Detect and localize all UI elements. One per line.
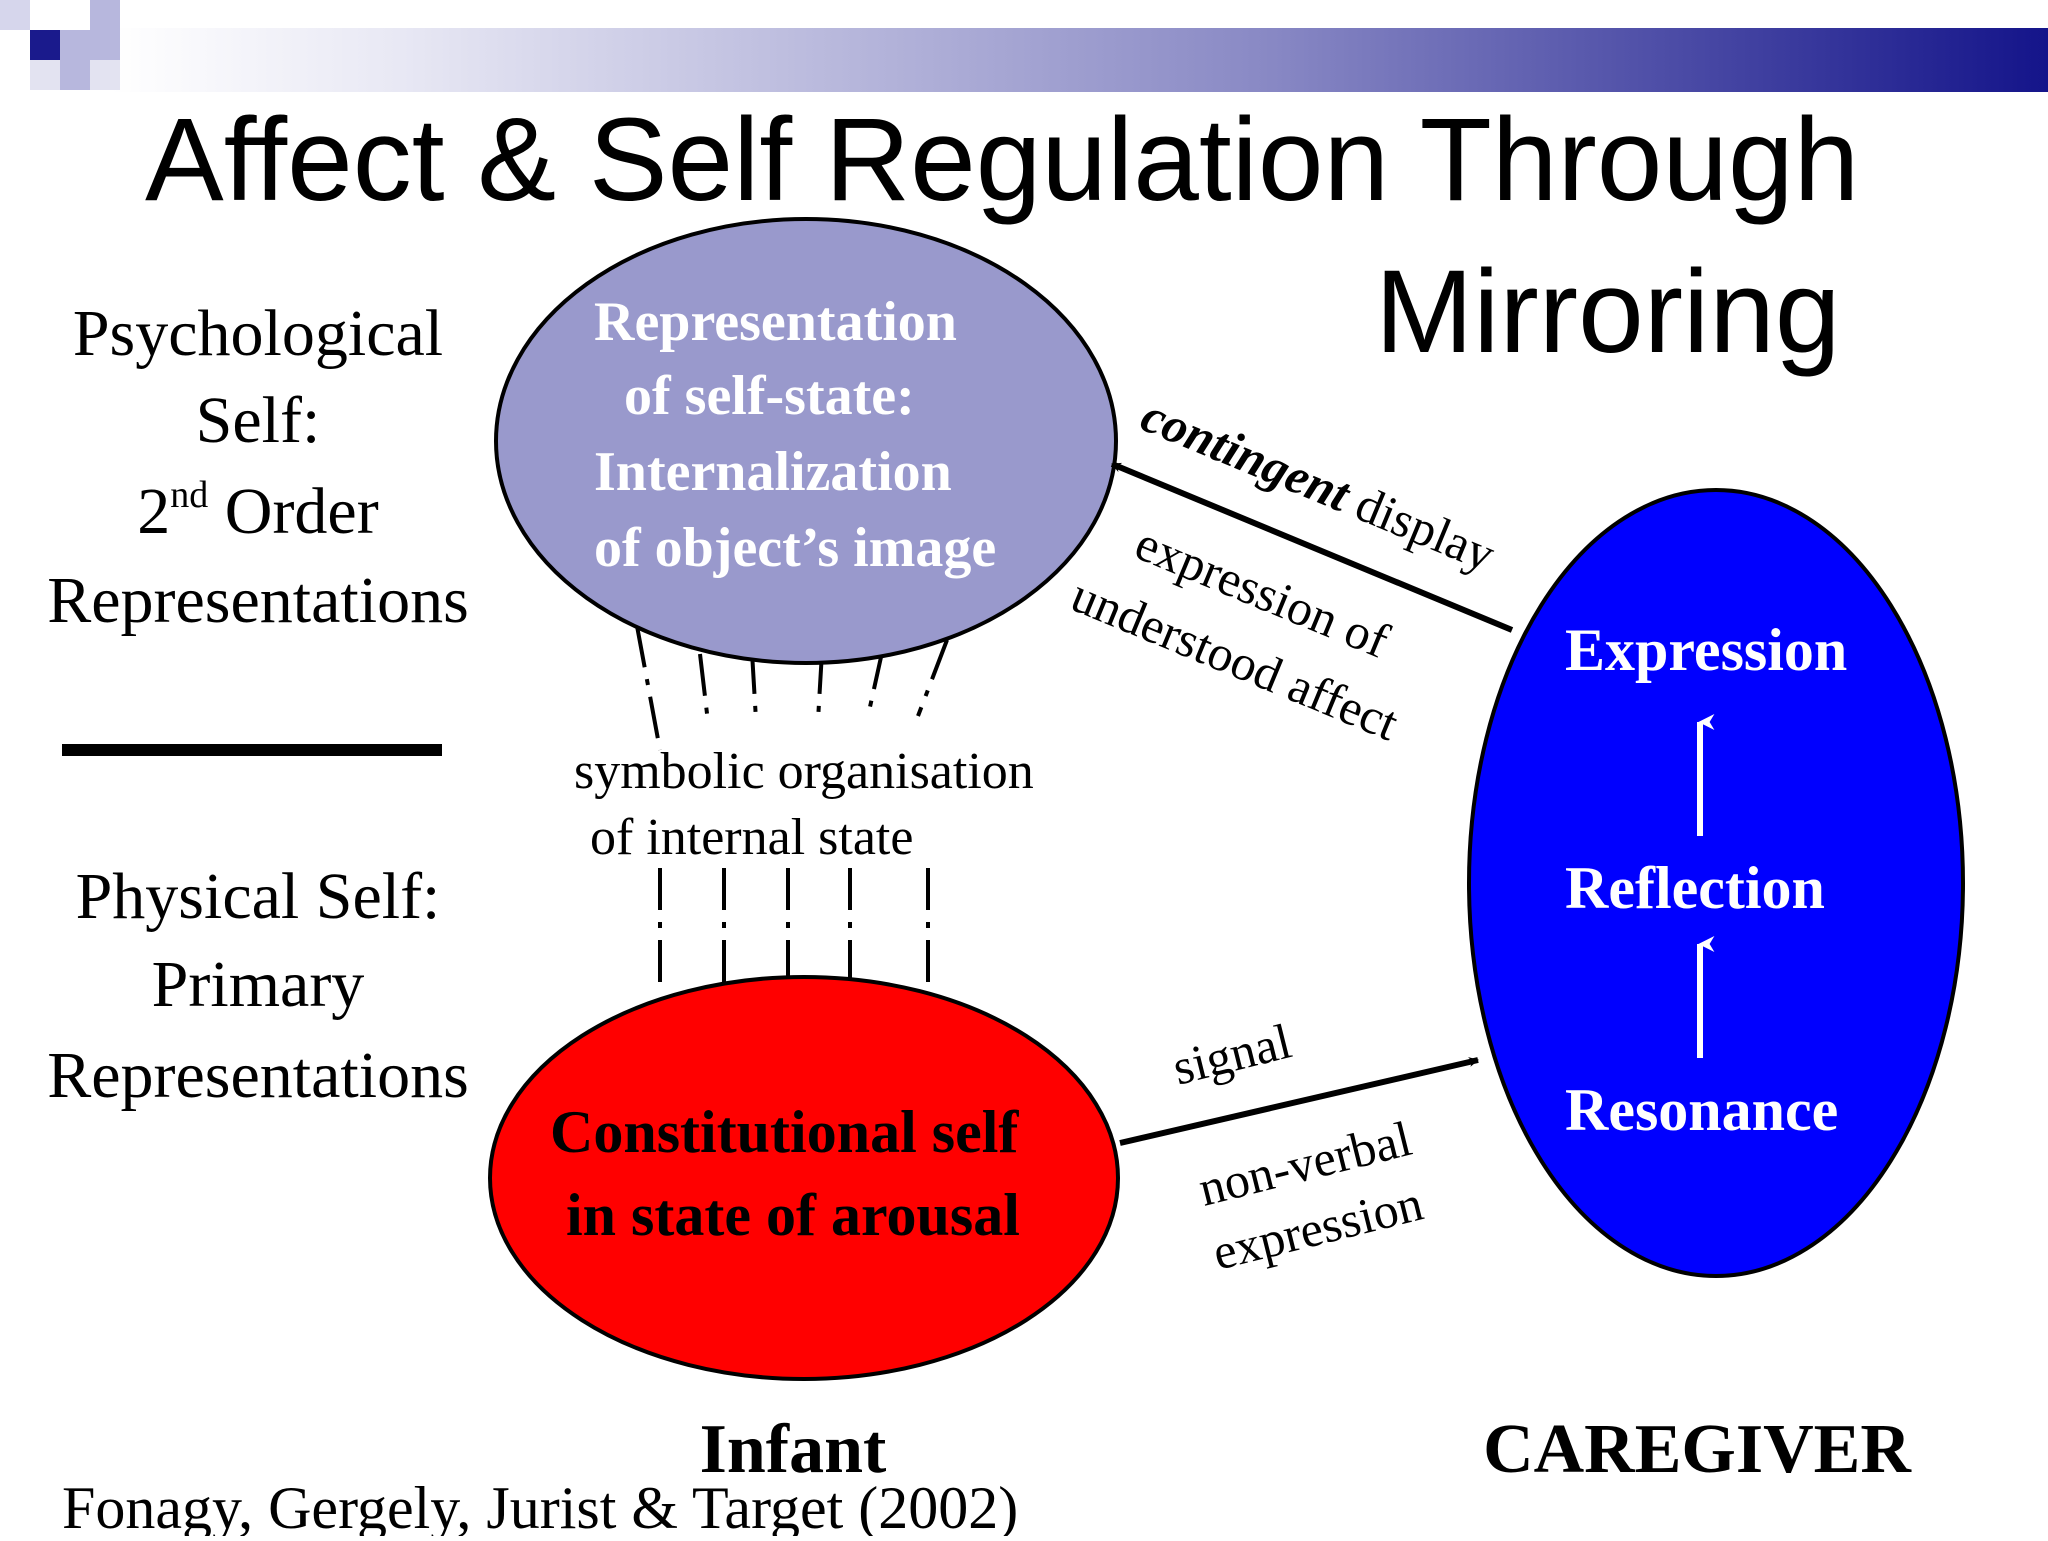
- svg-text:signal: signal: [1167, 1012, 1296, 1095]
- symbolic-connectors: [635, 625, 949, 992]
- middle-line-2: of internal state: [590, 809, 913, 866]
- physical-self-label: Physical Self: Primary Representations: [47, 860, 469, 1112]
- constitutional-self-ellipse: [488, 975, 1120, 1381]
- psychological-line-2: Self:: [196, 384, 321, 457]
- title-line-2: Mirroring: [1375, 246, 1841, 378]
- psychological-self-label: Psychological Self: 2nd Order Representa…: [47, 297, 469, 637]
- resonance-text: Resonance: [1565, 1077, 1838, 1143]
- expression-text: Expression: [1565, 617, 1847, 683]
- citation: Fonagy, Gergely, Jurist & Target (2002): [62, 1475, 1018, 1536]
- upper-line-4: of object’s image: [594, 517, 996, 579]
- self-state-representation-ellipse: [494, 217, 1118, 665]
- signal-arrow: [1119, 1057, 1479, 1146]
- upper-line-1: Representation: [594, 291, 957, 353]
- reflection-text: Reflection: [1565, 855, 1825, 921]
- top-gradient-band: [110, 28, 2048, 92]
- corner-squares: [0, 0, 120, 90]
- upper-line-2: of self-state:: [624, 365, 915, 427]
- physical-line-3: Representations: [47, 1039, 469, 1112]
- psychological-line-1: Psychological: [73, 297, 443, 370]
- psychological-line-3: 2nd Order: [137, 474, 378, 548]
- caregiver-ellipse: [1467, 488, 1965, 1278]
- psychological-line-4: Representations: [47, 564, 469, 637]
- symbolic-organisation-label: symbolic organisation of internal state: [574, 743, 1034, 866]
- physical-line-1: Physical Self:: [76, 860, 441, 933]
- lower-ellipse-text: Constitutional self in state of arousal: [550, 1099, 1020, 1248]
- contingent-display-arrow: [1110, 461, 1514, 633]
- lower-line-2: in state of arousal: [566, 1182, 1020, 1248]
- middle-line-1: symbolic organisation: [574, 743, 1034, 800]
- lower-line-1: Constitutional self: [550, 1099, 1019, 1165]
- signal-label: signal: [1167, 1012, 1296, 1095]
- caregiver-ellipse-text: Expression Reflection Resonance: [1565, 617, 1847, 1143]
- self-divider-bar: [62, 744, 442, 756]
- physical-line-2: Primary: [152, 948, 365, 1021]
- caregiver-label: CAREGIVER: [1483, 1411, 1912, 1488]
- upper-line-3: Internalization: [594, 441, 952, 503]
- upper-ellipse-text: Representation of self-state: Internaliz…: [594, 291, 996, 579]
- title-line-1: Affect & Self Regulation Through: [145, 94, 1859, 226]
- infant-label: Infant: [700, 1411, 887, 1488]
